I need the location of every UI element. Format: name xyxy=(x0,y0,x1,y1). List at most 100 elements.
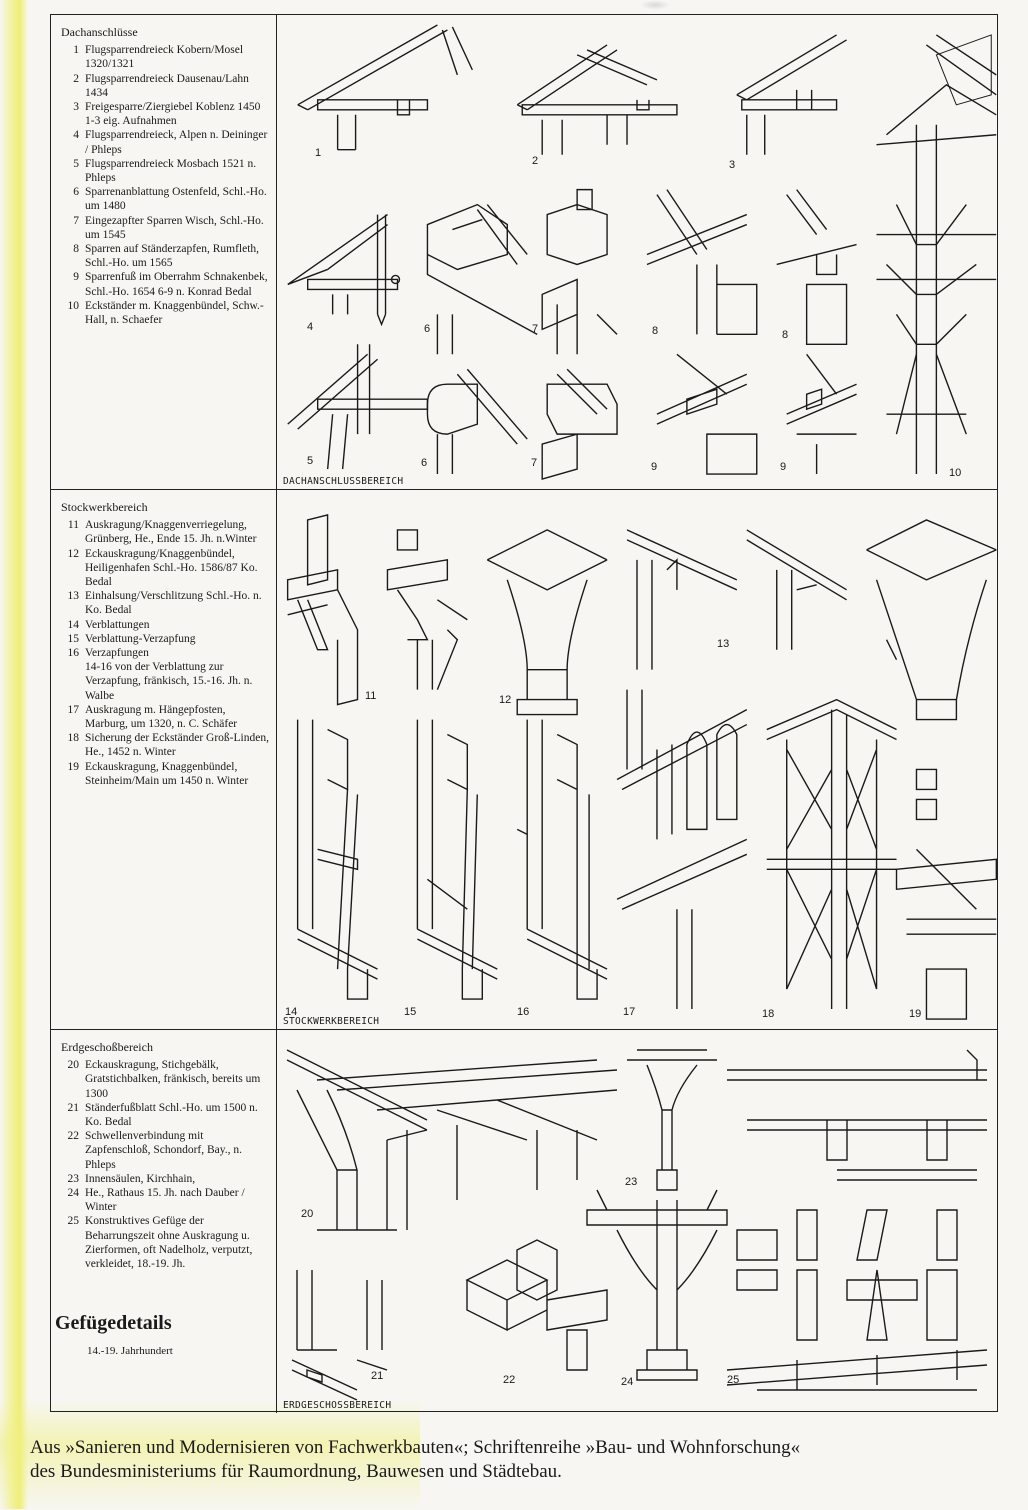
fig-number: 10 xyxy=(949,467,962,479)
legend-heading: Erdgeschoßbereich xyxy=(61,1040,153,1054)
fig-9a-drawing xyxy=(656,353,758,475)
floor-detail-drawings xyxy=(286,514,997,1020)
fig-number: 13 xyxy=(717,638,730,650)
fig-10-drawing xyxy=(876,34,997,475)
fig-number: 7 xyxy=(531,457,538,469)
fig-number: 7 xyxy=(532,323,539,335)
fig-number: 8 xyxy=(782,329,789,341)
fig-number: 24 xyxy=(621,1376,634,1388)
fig-number: 3 xyxy=(729,159,736,171)
fig-7-top-drawing xyxy=(541,188,618,355)
fig-23-drawing xyxy=(627,1049,717,1191)
fig-number: 9 xyxy=(651,461,658,473)
highlighter-mark xyxy=(0,0,28,1509)
roof-detail-drawings xyxy=(287,24,997,480)
page-title: Gefügedetails xyxy=(55,1312,172,1334)
fig-19-bottom-drawing xyxy=(895,768,997,1020)
drawings-roof: 1 2 3 4 6 7 8 8 5 6 7 9 9 10 DACHANSCHLU… xyxy=(277,15,997,489)
fig-number: 25 xyxy=(727,1374,740,1386)
fig-20-drawing xyxy=(286,1049,618,1231)
fig-15-drawing xyxy=(416,719,498,1000)
legend-heading: Stockwerkbereich xyxy=(61,500,148,514)
fig-13-drawing xyxy=(626,529,847,670)
fig-12-drawing xyxy=(486,529,608,716)
fig-number: 8 xyxy=(652,325,659,337)
fig-25-middle-drawing xyxy=(736,1209,958,1341)
fig-7-bottom-drawing xyxy=(541,368,618,480)
section-label: DACHANSCHLUSSBEREICH xyxy=(283,476,404,487)
fig-number: 14 xyxy=(285,1006,298,1018)
source-caption-line-2: des Bundesministeriums für Raumordnung, … xyxy=(30,1461,562,1482)
drawings-floor: 11 12 13 14 15 16 17 18 19 STOCKWERKBERE… xyxy=(277,490,997,1029)
fig-number: 17 xyxy=(623,1006,636,1018)
fig-6-top-drawing xyxy=(426,203,538,355)
fig-number: 20 xyxy=(301,1208,314,1220)
page-subtitle: 14.-19. Jahrhundert xyxy=(87,1345,173,1357)
fig-25-bottom-drawing xyxy=(726,1349,988,1391)
fig-number: 2 xyxy=(532,155,539,167)
fig-number: 11 xyxy=(365,690,377,702)
fig-19-top-drawing xyxy=(866,519,997,721)
fig-14-drawing xyxy=(296,719,378,1000)
source-caption-line-1: Aus »Sanieren und Modernisieren von Fach… xyxy=(30,1437,801,1458)
fig-21-drawing xyxy=(291,1270,388,1401)
highlighter-mark-bottom xyxy=(0,1400,420,1510)
fig-16-drawing xyxy=(516,719,608,1000)
fig-number: 16 xyxy=(517,1006,530,1018)
fig-4-drawing xyxy=(287,214,401,327)
fig-number: 9 xyxy=(780,461,787,473)
fig-number: 12 xyxy=(499,694,512,706)
fig-11-drawing xyxy=(286,514,468,706)
fig-number: 4 xyxy=(307,321,314,333)
ground-detail-drawings xyxy=(286,1049,988,1401)
legend-item: 14-16 von der Verblattung zur Verzapfung… xyxy=(85,661,253,702)
fig-number: 1 xyxy=(315,147,322,159)
fig-number: 5 xyxy=(307,455,314,467)
fig-number: 21 xyxy=(371,1370,384,1382)
legend-item: 1-3 eig. Aufnahmen xyxy=(85,115,177,128)
fig-2-drawing xyxy=(516,44,678,155)
fig-5-drawing xyxy=(287,344,429,470)
fig-3-drawing xyxy=(736,34,847,155)
section-label: ERDGESCHOSSBEREICH xyxy=(283,1400,392,1411)
fig-8b-drawing xyxy=(776,189,857,346)
fig-number: 6 xyxy=(421,457,428,469)
fig-6-bottom-drawing xyxy=(426,368,528,475)
fig-9b-drawing xyxy=(786,353,857,475)
drawings-ground: 20 21 22 23 24 25 ERDGESCHOSSBEREICH xyxy=(277,1030,997,1413)
fig-22-drawing xyxy=(465,1239,608,1371)
source-caption: Aus »Sanieren und Modernisieren von Fach… xyxy=(30,1436,1020,1484)
fig-number: 19 xyxy=(909,1008,922,1020)
fig-number: 22 xyxy=(503,1374,516,1386)
legend-heading: Dachanschlüsse xyxy=(61,25,138,39)
